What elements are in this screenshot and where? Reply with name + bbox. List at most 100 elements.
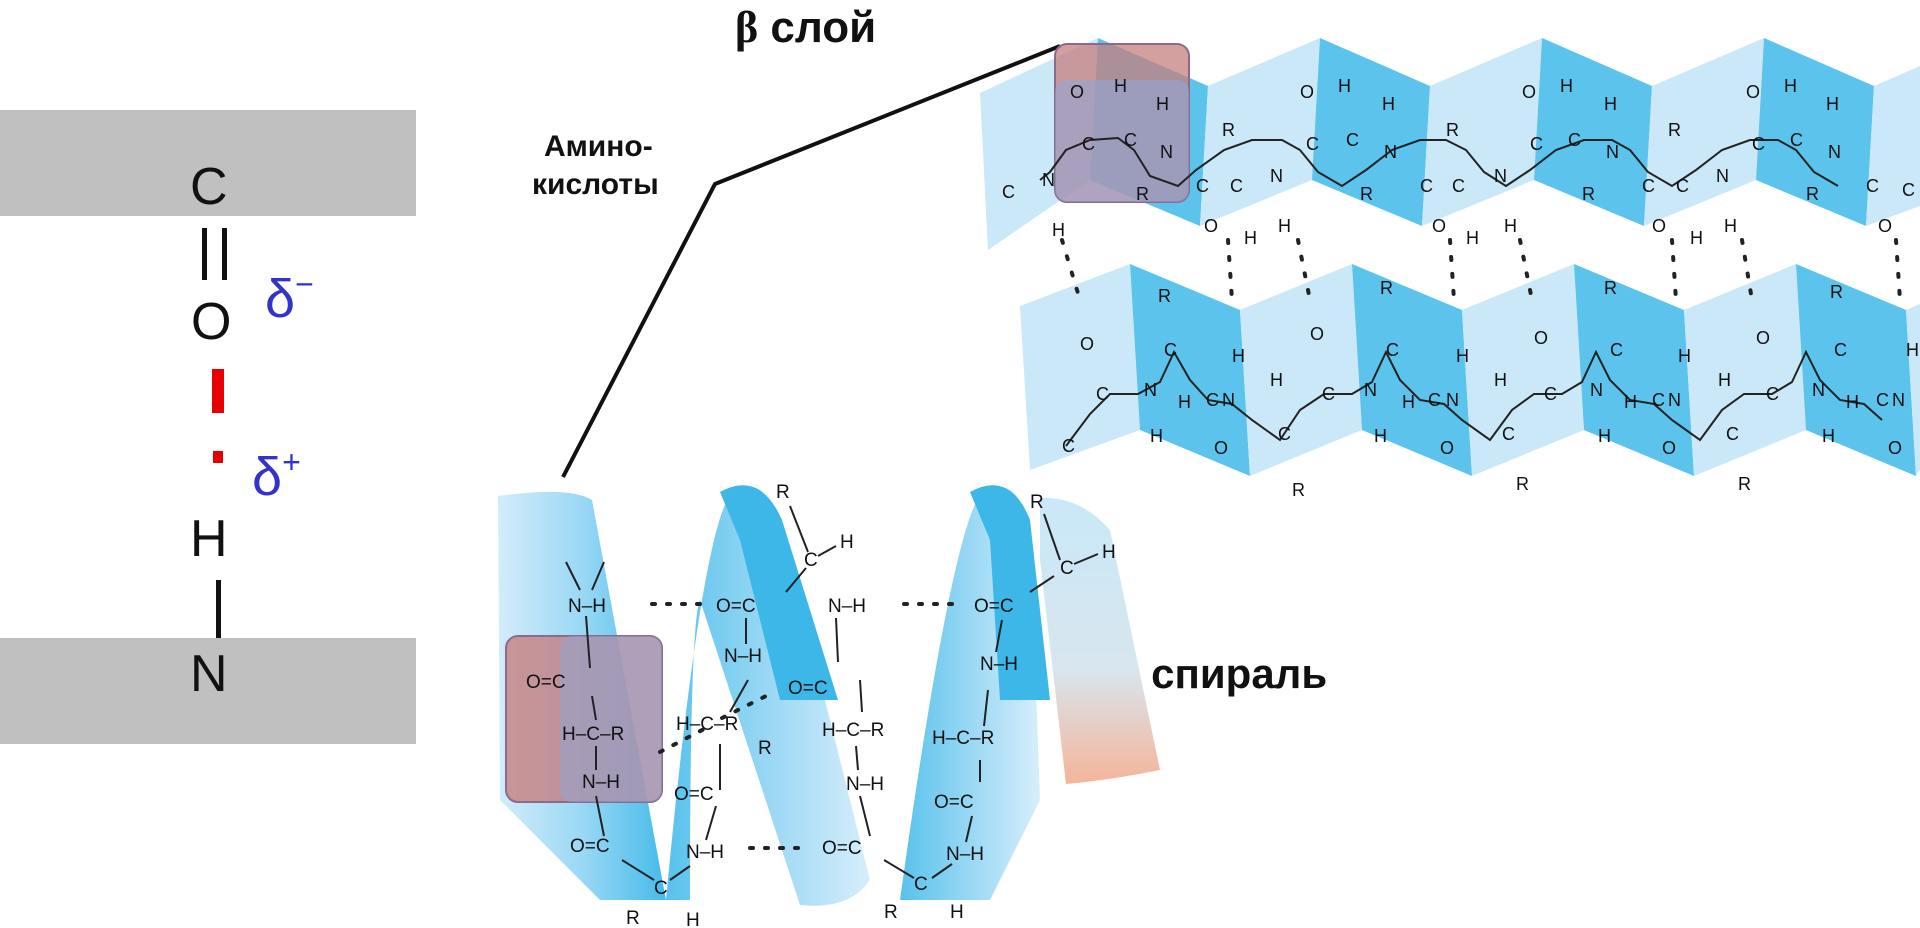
atom-label: H	[1178, 392, 1191, 412]
atom-label: O	[1310, 324, 1324, 344]
atom-label: H	[1504, 216, 1517, 236]
bond-line	[729, 679, 749, 713]
atom-label: C	[1752, 134, 1765, 154]
atom-label: C	[1420, 176, 1433, 196]
atom-label: C	[1452, 176, 1465, 196]
atom-label: H	[1690, 228, 1703, 248]
atom-label: N	[1160, 142, 1173, 162]
pleat-panel	[1684, 264, 1806, 476]
atom-label: C	[1206, 390, 1219, 410]
atom-label: C	[654, 878, 668, 899]
atom-label: O=C	[526, 672, 566, 693]
delta-plus-sign: +	[282, 444, 301, 480]
bond-line	[789, 505, 809, 553]
alpha-hbond-dots	[720, 692, 772, 720]
atom-label: C	[1060, 558, 1074, 579]
beta-hbond-dots	[1296, 238, 1312, 302]
atom-label: N	[1446, 390, 1459, 410]
atom-label: C	[1544, 384, 1557, 404]
atom-label: C	[1062, 436, 1075, 456]
beta-hbond-dots	[1894, 238, 1902, 302]
atom-label: H	[1374, 426, 1387, 446]
amino-acids-label: Амино- кислоты	[532, 128, 659, 204]
bond-line	[965, 815, 973, 843]
atom-label: N–H	[568, 596, 606, 617]
beta-hbond-dots	[1740, 238, 1754, 302]
atom-label: H	[686, 910, 700, 928]
bond-line	[995, 619, 1003, 653]
atom-label: H–C–R	[676, 714, 738, 735]
atom-label: C	[1642, 176, 1655, 196]
amino-label-line1: Амино-	[543, 130, 653, 163]
bond-line	[591, 561, 605, 591]
pleat-panel	[1240, 264, 1362, 476]
alpha-helix-atoms: N–H O=C R C H N–H O=C R C H N–H N–H O=C …	[526, 482, 1116, 928]
atom-label: C	[1230, 176, 1243, 196]
atom-label: H	[1718, 370, 1731, 390]
atom-label: H	[1456, 346, 1469, 366]
atom-label: R	[1380, 278, 1393, 298]
beta-hbond-dots	[1518, 238, 1534, 302]
atom-label: O=C	[974, 596, 1014, 617]
atom-label: O	[1432, 216, 1446, 236]
atom-label: C	[1124, 130, 1137, 150]
atom-label: N	[1828, 142, 1841, 162]
atom-label: N–H	[828, 596, 866, 617]
atom-label: O	[1878, 216, 1892, 236]
atom-label: N	[1716, 166, 1729, 186]
atom-label: C	[1902, 180, 1915, 200]
atom-label: N	[1812, 380, 1825, 400]
bond-line	[883, 859, 915, 879]
delta-minus-label: δ−	[265, 268, 314, 326]
beta-hbond-dots	[1448, 238, 1456, 302]
atom-label: N	[1590, 380, 1603, 400]
atom-label: H–C–R	[562, 724, 624, 745]
atom-label: N–H	[724, 646, 762, 667]
pleat-panel	[1756, 38, 1874, 226]
atom-label: H	[1846, 392, 1859, 412]
lower-backbone-bar	[0, 638, 416, 744]
beta-hbond-dots	[1226, 238, 1234, 302]
atom-label: R	[1806, 184, 1819, 204]
atom-label: H	[1114, 76, 1127, 96]
atom-label: O	[1522, 82, 1536, 102]
hydrogen-atom: H	[190, 510, 228, 568]
bond-line	[595, 795, 605, 837]
atom-label: H	[950, 902, 964, 923]
atom-label: N	[1144, 380, 1157, 400]
pleat-panel	[1200, 38, 1320, 226]
atom-label: O=C	[934, 792, 974, 813]
delta-plus-label: δ+	[252, 446, 301, 504]
atom-label: N	[1892, 390, 1905, 410]
delta-minus-symbol: δ	[265, 269, 296, 329]
atom-label: R	[1030, 492, 1044, 513]
atom-label: H	[1102, 542, 1116, 563]
atom-label: H	[1402, 392, 1415, 412]
atom-label: H	[1270, 370, 1283, 390]
helix-loop-1	[666, 486, 870, 906]
pleat-panel	[1574, 264, 1694, 476]
oxygen-atom: O	[191, 293, 232, 351]
atom-label: R	[1582, 184, 1595, 204]
pleat-panel	[1644, 38, 1764, 226]
atom-label: C	[1530, 134, 1543, 154]
pleat-panel	[1130, 264, 1250, 476]
atom-label: C	[1866, 176, 1879, 196]
atom-label: C	[1766, 384, 1779, 404]
atom-label: H–C–R	[822, 720, 884, 741]
bond-line	[835, 617, 839, 663]
bond-line	[591, 695, 597, 721]
atom-label: O	[1214, 438, 1228, 458]
atom-label: H	[1156, 94, 1169, 114]
pleat-panel	[1352, 264, 1472, 476]
atom-label: O	[1534, 328, 1548, 348]
atom-label: R	[1738, 474, 1751, 494]
atom-label: O=C	[716, 596, 756, 617]
atom-label: H	[1052, 220, 1065, 240]
atom-label: N	[1042, 170, 1055, 190]
bond-line	[931, 863, 953, 879]
atom-label: H–C–R	[932, 728, 994, 749]
atom-label: C	[1676, 176, 1689, 196]
helix-loop-1-front	[720, 485, 838, 700]
delta-plus-symbol: δ	[252, 447, 283, 507]
